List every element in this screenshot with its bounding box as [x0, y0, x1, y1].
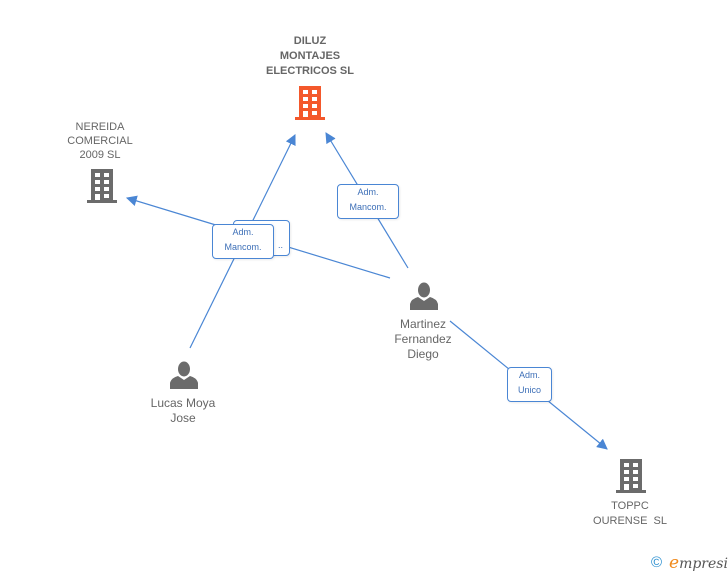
building-icon[interactable]	[294, 85, 326, 121]
label-line: ELECTRICOS SL	[265, 65, 354, 77]
role-badge[interactable]: Adm. Mancom.	[212, 224, 274, 259]
label-line: NEREIDA	[75, 121, 125, 133]
company-label-nereida[interactable]: NEREIDA COMERCIAL 2009 SL	[55, 120, 145, 162]
label-line: DILUZ	[293, 35, 327, 47]
role-line: Unico	[517, 385, 541, 395]
empresia-logo[interactable]: empresia	[669, 553, 728, 573]
label-line: Fernandez	[394, 332, 452, 346]
label-line: Martinez	[399, 317, 446, 331]
copyright-icon: ©	[651, 554, 663, 571]
person-icon[interactable]	[169, 361, 199, 389]
role-text: ..	[277, 240, 283, 250]
person-icon[interactable]	[409, 282, 439, 310]
label-line: OURENSE SL	[593, 515, 667, 527]
label-line: Lucas Moya	[150, 396, 216, 410]
company-label-toppc[interactable]: TOPPC OURENSE SL	[580, 499, 680, 529]
label-line: TOPPC	[611, 500, 649, 512]
company-label-diluz[interactable]: DILUZ MONTAJES ELECTRICOS SL	[250, 34, 370, 79]
role-badge[interactable]: Adm. Mancom.	[337, 184, 399, 219]
label-line: Jose	[170, 411, 196, 425]
label-line: Diego	[407, 347, 439, 361]
role-line: Adm.	[518, 370, 540, 380]
building-icon[interactable]	[615, 458, 647, 494]
brand-initial: e	[669, 553, 680, 573]
role-line: Adm.	[357, 187, 379, 197]
person-label-lucas[interactable]: Lucas Moya Jose	[130, 396, 236, 426]
label-line: COMERCIAL	[67, 135, 133, 147]
role-badge[interactable]: Adm. Unico	[507, 367, 552, 402]
role-line: Adm.	[232, 227, 254, 237]
role-line: Mancom.	[224, 242, 262, 252]
person-label-martinez[interactable]: Martinez Fernandez Diego	[375, 317, 471, 362]
role-line: Mancom.	[349, 202, 387, 212]
brand-rest: mpresia	[679, 556, 728, 572]
building-icon[interactable]	[86, 168, 118, 204]
label-line: 2009 SL	[79, 149, 121, 161]
label-line: MONTAJES	[279, 50, 341, 62]
